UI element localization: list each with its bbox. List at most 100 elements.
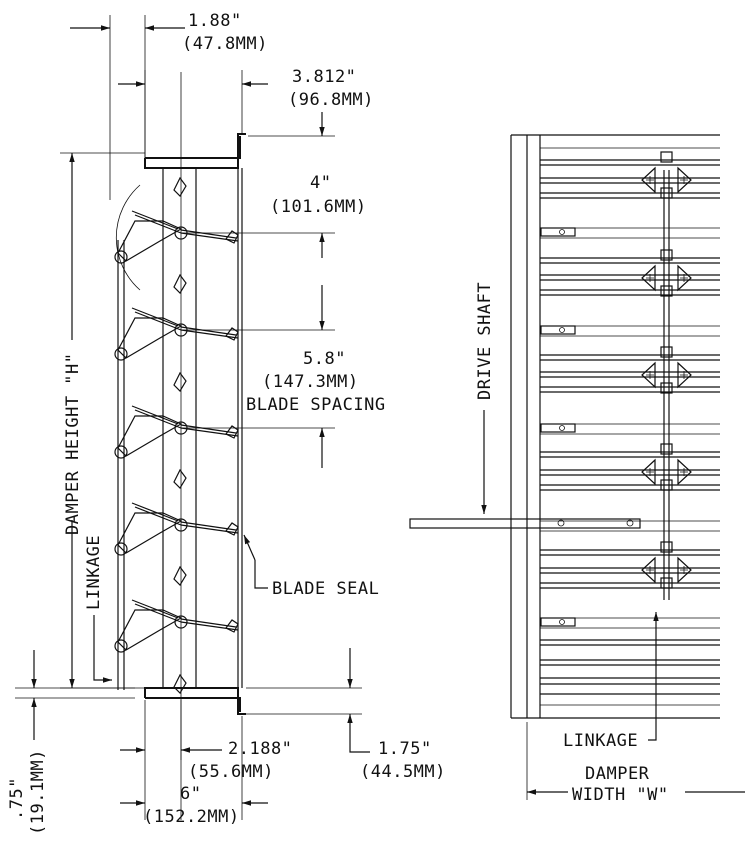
dim-4-metric: (101.6MM) — [270, 197, 367, 217]
linkage-clip — [660, 187, 673, 199]
linkage-side-label: LINKAGE — [84, 535, 104, 610]
bottom-frame-channel — [144, 687, 246, 715]
linkage-clip — [660, 249, 673, 261]
crank-arm — [117, 317, 183, 359]
linkage-clip — [660, 151, 673, 163]
front-view: DRIVE SHAFT LINKAGE DAMPER WIDTH "W" — [409, 134, 745, 805]
blade — [114, 371, 239, 459]
drive-shaft-label: DRIVE SHAFT — [475, 282, 495, 400]
bracket-bolt — [559, 619, 565, 625]
top-frame-channel — [144, 133, 246, 169]
dim-arrow — [347, 714, 370, 753]
dim-0-75: .75" — [7, 777, 27, 820]
linkage-pin — [114, 347, 128, 361]
plate-bolt — [646, 274, 688, 282]
crank-arm — [117, 609, 183, 651]
crank-arm — [117, 415, 183, 457]
shaft-bolt — [557, 519, 565, 527]
linkage-clip — [660, 285, 673, 297]
linkage-pin — [114, 639, 128, 653]
blade-seal-leader — [254, 560, 268, 589]
blade — [114, 176, 239, 264]
dim-1-75: 1.75" — [378, 739, 432, 759]
dim-2-188: 2.188" — [228, 739, 292, 759]
dim-3-812: 3.812" — [292, 67, 356, 87]
blade-seal — [225, 619, 239, 633]
plate-bolt — [646, 176, 688, 184]
blade-end-bracket — [540, 423, 576, 433]
linkage-plate — [641, 458, 692, 486]
front-blade-group — [540, 151, 720, 695]
dim-1-88-metric: (47.8MM) — [182, 34, 268, 54]
bracket-bolt — [559, 327, 565, 333]
blade-seal — [173, 468, 187, 489]
linkage-pin — [114, 445, 128, 459]
dim-5-8: 5.8" — [303, 349, 346, 369]
front-blade — [540, 443, 720, 532]
dim-6: 6" — [180, 784, 201, 804]
front-blade — [540, 151, 720, 239]
dim-0-75-metric: (19.1MM) — [28, 749, 48, 835]
blade-spacing-label: BLADE SPACING — [246, 395, 386, 415]
blade-arm — [131, 307, 182, 331]
linkage-clip — [660, 346, 673, 358]
damper-width-label-2: WIDTH "W" — [572, 785, 669, 805]
blade-seal — [173, 565, 187, 586]
blade-seal — [173, 371, 187, 392]
plate-bolt — [646, 468, 688, 476]
bracket-bolt — [559, 425, 565, 431]
blade-seal — [225, 425, 239, 439]
blade-lower — [180, 424, 239, 437]
blade-end-bracket — [540, 227, 576, 237]
blade-arm — [131, 210, 182, 234]
linkage-clip — [660, 382, 673, 394]
blade-seal-label: BLADE SEAL — [272, 579, 379, 599]
blade-lower — [180, 229, 239, 242]
plate-bolt — [646, 371, 688, 379]
bracket-bolt — [559, 229, 565, 235]
front-blade — [540, 541, 720, 629]
shaft-bolt — [626, 519, 634, 527]
linkage-clip — [660, 541, 673, 553]
crank-arm — [117, 220, 183, 262]
dim-1-88: 1.88" — [188, 11, 242, 31]
damper-height-label: DAMPER HEIGHT "H" — [63, 353, 83, 536]
damper-width-label-1: DAMPER — [585, 764, 650, 784]
linkage-plate — [641, 166, 692, 194]
dim-3-812-metric: (96.8MM) — [288, 90, 374, 110]
blade-lower — [180, 521, 239, 534]
linkage-plate — [641, 556, 692, 584]
drive-shaft — [409, 518, 641, 529]
linkage-plate — [641, 361, 692, 389]
dim-6-metric: (152.2MM) — [143, 807, 240, 827]
linkage-plate — [641, 264, 692, 292]
blade-lower — [180, 618, 239, 631]
blade-seal — [225, 327, 239, 341]
side-section-view — [114, 72, 335, 820]
blade-seal — [173, 673, 187, 694]
crank-arm — [117, 512, 183, 554]
blade-group — [114, 176, 239, 694]
dim-1-75-metric: (44.5MM) — [360, 762, 446, 782]
blade-end-bracket — [540, 325, 576, 335]
blade-seal — [225, 522, 239, 536]
linkage-pin — [114, 542, 128, 556]
linkage-pin — [114, 250, 128, 264]
blade-lower — [180, 326, 239, 339]
blade — [114, 565, 239, 653]
swing-arc — [115, 184, 141, 291]
linkage-leader — [93, 615, 112, 683]
front-blade — [540, 249, 720, 337]
blade — [114, 273, 239, 361]
blade-arm — [131, 599, 182, 623]
linkage-front-leader — [648, 612, 659, 741]
blade-arm — [131, 502, 182, 526]
plate-bolt — [646, 566, 688, 574]
blade-seal — [225, 230, 239, 244]
linkage-front-label: LINKAGE — [563, 731, 638, 751]
linkage-clip — [660, 443, 673, 455]
linkage-clip — [660, 479, 673, 491]
dim-4: 4" — [310, 173, 331, 193]
